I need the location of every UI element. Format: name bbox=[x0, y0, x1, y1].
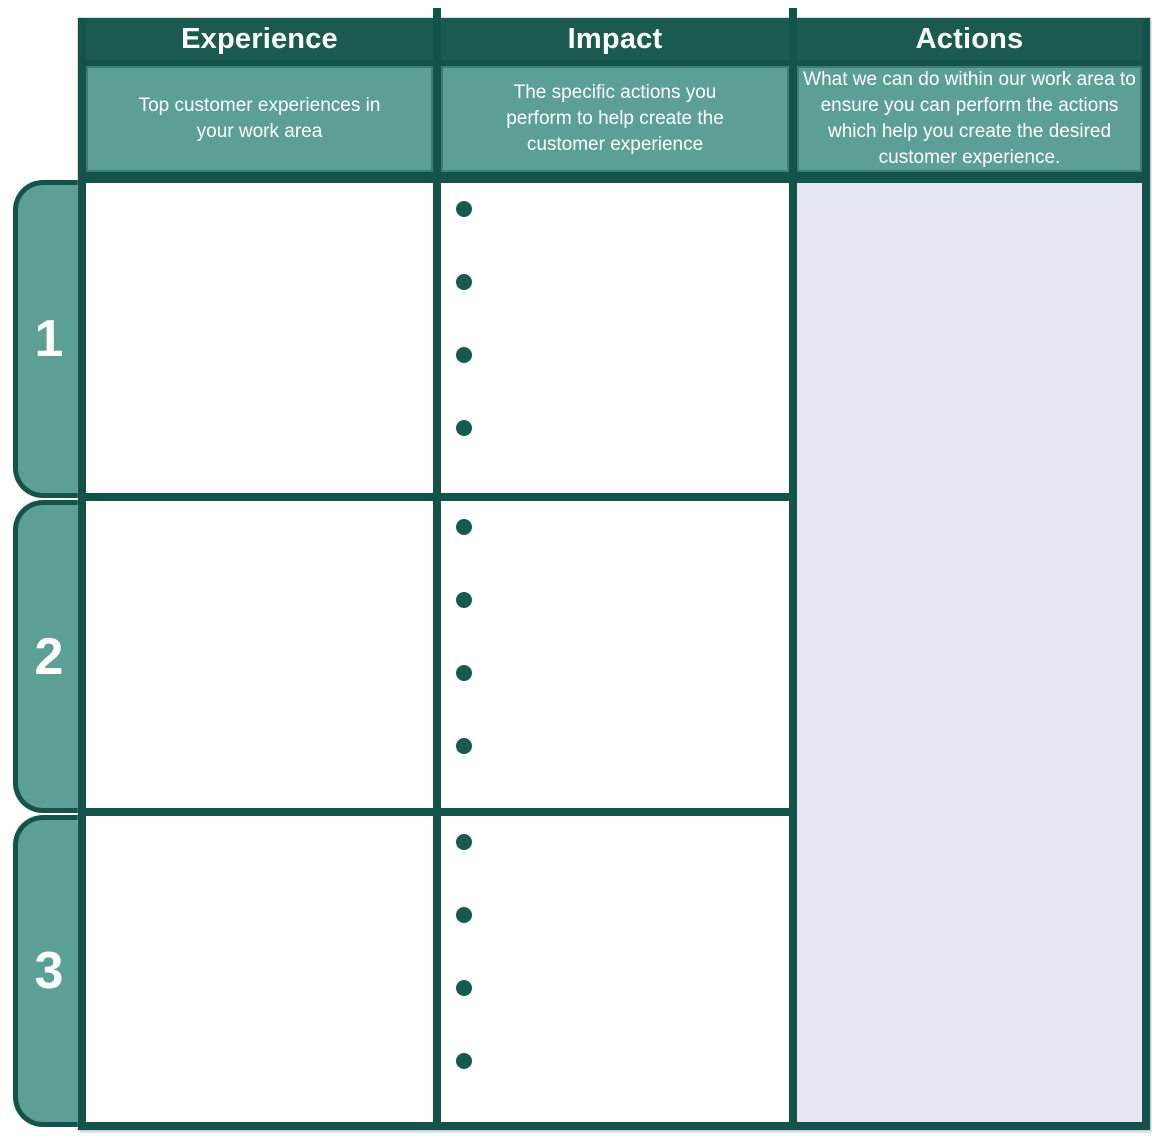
column-header-actions: Actions bbox=[797, 18, 1142, 60]
column-description-experience: Top customer experiences in your work ar… bbox=[86, 66, 433, 172]
bullet-dot bbox=[456, 665, 472, 681]
column-description-actions-text: What we can do within our work area to e… bbox=[803, 68, 1136, 169]
bullet-dot bbox=[456, 274, 472, 290]
bullet-dot bbox=[456, 738, 472, 754]
experience-cell-row-2 bbox=[86, 501, 433, 808]
column-description-impact-text: The specific actions you perform to help… bbox=[506, 81, 724, 155]
bullet-dot bbox=[456, 592, 472, 608]
column-description-experience-text: Top customer experiences in your work ar… bbox=[138, 94, 381, 142]
column-header-impact: Impact bbox=[441, 18, 789, 60]
column-description-actions: What we can do within our work area to e… bbox=[797, 66, 1142, 172]
row-tab-3: 3 bbox=[13, 815, 88, 1127]
actions-cell-merged bbox=[797, 183, 1142, 1122]
impact-cell-row-2 bbox=[441, 501, 789, 808]
column-header-experience-label: Experience bbox=[181, 22, 338, 55]
bullet-dot bbox=[456, 834, 472, 850]
experience-cell-row-3 bbox=[86, 816, 433, 1122]
bullet-dot bbox=[456, 907, 472, 923]
column-divider-notch-2 bbox=[789, 8, 797, 20]
impact-bullet-list-row-2 bbox=[441, 501, 789, 754]
bullet-dot bbox=[456, 980, 472, 996]
bullet-dot bbox=[456, 420, 472, 436]
bullet-dot bbox=[456, 347, 472, 363]
impact-cell-row-1 bbox=[441, 183, 789, 493]
impact-cell-row-3 bbox=[441, 816, 789, 1122]
impact-bullet-list-row-1 bbox=[441, 183, 789, 436]
row-number-2: 2 bbox=[34, 627, 64, 686]
column-header-impact-label: Impact bbox=[567, 22, 663, 55]
column-header-actions-label: Actions bbox=[915, 22, 1024, 55]
impact-bullet-list-row-3 bbox=[441, 816, 789, 1069]
bullet-dot bbox=[456, 1053, 472, 1069]
bullet-dot bbox=[456, 519, 472, 535]
bullet-dot bbox=[456, 201, 472, 217]
column-description-impact: The specific actions you perform to help… bbox=[441, 66, 789, 172]
experience-cell-row-1 bbox=[86, 183, 433, 493]
worksheet-table: Experience Impact Actions Top customer e… bbox=[78, 8, 1150, 1130]
row-tab-2: 2 bbox=[13, 500, 88, 813]
row-number-1: 1 bbox=[34, 310, 64, 368]
column-header-experience: Experience bbox=[86, 18, 433, 60]
row-tab-1: 1 bbox=[13, 180, 88, 498]
row-number-3: 3 bbox=[34, 942, 64, 1000]
column-divider-notch-1 bbox=[433, 8, 441, 20]
